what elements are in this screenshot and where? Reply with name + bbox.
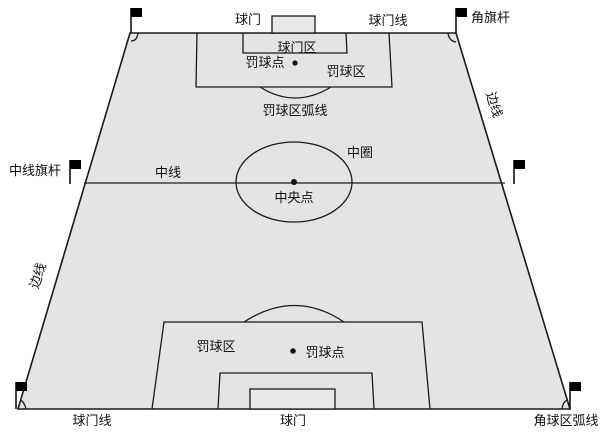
label-halfway-line: 中线: [155, 166, 181, 181]
center-circle: [235, 141, 353, 223]
center-spot: [291, 179, 297, 185]
label-penalty-spot-top: 罚球点: [245, 56, 284, 71]
penalty-arc-top: [259, 86, 332, 99]
label-penalty-area-bottom: 罚球区: [196, 340, 235, 355]
corner-arc-top-right: [447, 32, 457, 43]
label-halfway-flag: 中线旗杆: [9, 163, 61, 179]
corner-flag-icon: [15, 382, 27, 409]
penalty-spot-top: [292, 60, 298, 66]
corner-flag-icon: [455, 8, 467, 33]
label-penalty-arc: 罚球区弧线: [262, 104, 327, 119]
label-goal-line-bottom: 球门线: [72, 414, 111, 429]
label-corner-arc: 角球区弧线: [533, 414, 598, 429]
label-goal-area-top: 球门区: [277, 41, 316, 56]
corner-arc-top-left: [130, 32, 139, 42]
label-penalty-area-top: 罚球区: [326, 65, 365, 80]
label-penalty-spot-bottom: 罚球点: [305, 346, 344, 361]
goal-top: [271, 15, 316, 34]
penalty-area-bottom: [151, 321, 431, 410]
label-touchline-right: 边线: [482, 90, 504, 119]
label-center-spot: 中央点: [274, 191, 313, 206]
goal-bottom: [249, 388, 336, 410]
goal-area-top: [242, 32, 348, 54]
corner-arc-bottom-right: [561, 399, 569, 410]
label-center-circle: 中圈: [347, 146, 373, 161]
corner-flag-icon: [569, 382, 581, 409]
penalty-spot-bottom: [290, 348, 296, 354]
label-goal-top: 球门: [235, 13, 261, 28]
label-corner-flag: 角旗杆: [471, 10, 510, 26]
halfway-flag-right-icon: [513, 160, 525, 184]
label-touchline-left: 边线: [28, 261, 50, 290]
corner-arc-bottom-left: [19, 399, 27, 410]
goal-area-bottom: [217, 372, 375, 410]
label-goal-line-top: 球门线: [368, 14, 407, 29]
penalty-area-top: [195, 32, 393, 88]
corner-flag-icon: [130, 8, 142, 33]
label-goal-bottom: 球门: [280, 414, 306, 429]
penalty-arc-bottom: [243, 304, 345, 323]
halfway-flag-left-icon: [69, 160, 81, 184]
